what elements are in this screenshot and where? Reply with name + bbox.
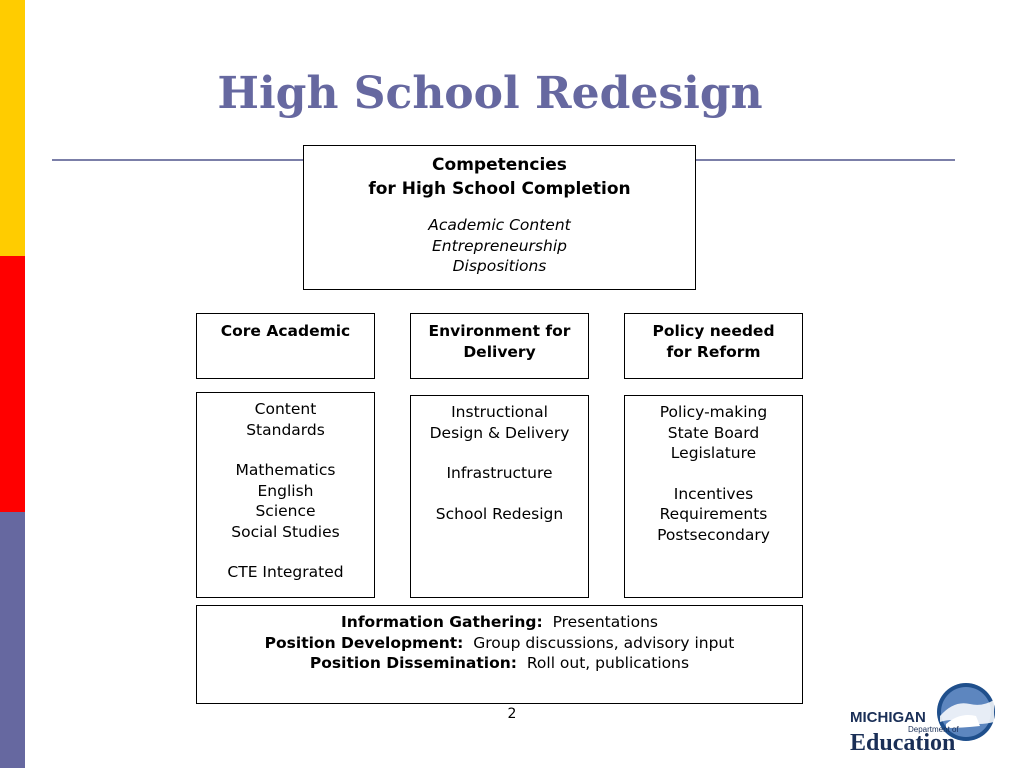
column-body-line: Standards (246, 420, 325, 439)
column-body-line: Instructional (451, 403, 548, 421)
competencies-heading-line2: for High School Completion (368, 179, 631, 199)
title-rule-right (695, 159, 955, 161)
column-body-line: Requirements (659, 505, 768, 523)
column-body-line: Legislature (670, 444, 757, 462)
process-text: Group discussions, advisory input (473, 633, 735, 652)
side-bar-purple (0, 512, 25, 768)
process-text: Presentations (552, 613, 658, 631)
column-body-line: State Board (667, 423, 760, 442)
process-row: Position Dissemination: Roll out, public… (197, 653, 802, 674)
column-body-line: Incentives (673, 484, 754, 503)
michigan-education-logo-graphic: MICHIGAN Department of Education (850, 683, 995, 756)
logo-education-text: Education (850, 730, 955, 754)
column-heading-line: Environment for (428, 322, 571, 340)
column-body-line: CTE Integrated (227, 563, 344, 581)
competency-item: Dispositions (452, 257, 547, 275)
title-rule-left (52, 159, 304, 161)
process-text: Roll out, publications (526, 654, 690, 672)
michigan-education-logo: MICHIGAN Department of Education (848, 682, 998, 756)
logo-michigan-text: MICHIGAN (850, 709, 926, 726)
column-body-line: Design & Delivery (429, 423, 570, 442)
column-body-line: School Redesign (435, 504, 564, 523)
side-bar-red (0, 256, 25, 512)
column-body-core-academic: Content Standards Mathematics English Sc… (196, 392, 375, 598)
logo-department-text: Department of (908, 725, 959, 734)
column-body-line: Content (254, 400, 317, 418)
side-bar-yellow (0, 0, 25, 256)
column-body-line: Policy-making (659, 403, 768, 421)
column-body-line: Mathematics (235, 461, 336, 479)
column-heading-line: for Reform (666, 342, 761, 361)
column-heading-line: Policy needed (652, 322, 775, 340)
column-body-line: Social Studies (231, 522, 340, 541)
process-row: Position Development: Group discussions,… (197, 633, 802, 654)
competencies-heading-line1: Competencies (432, 155, 567, 175)
competency-item: Entrepreneurship (432, 236, 567, 255)
column-body-policy: Policy-making State Board Legislature In… (624, 395, 803, 598)
column-body-line: Infrastructure (446, 464, 553, 482)
column-heading-line: Delivery (463, 342, 536, 361)
column-body-line: English (257, 481, 314, 500)
page-number: 2 (507, 706, 517, 722)
process-label: Information Gathering: (341, 613, 543, 631)
process-row: Information Gathering: Presentations (197, 612, 802, 633)
column-heading-environment: Environment for Delivery (410, 313, 589, 379)
competencies-box: Competencies for High School Completion … (303, 145, 696, 290)
column-body-line: Postsecondary (657, 525, 770, 544)
slide-title: High School Redesign (217, 68, 763, 119)
competency-item: Academic Content (428, 216, 571, 234)
column-heading-line: Core Academic (220, 322, 351, 340)
column-heading-core-academic: Core Academic (196, 313, 375, 379)
column-body-line: Science (255, 502, 316, 520)
column-heading-policy: Policy needed for Reform (624, 313, 803, 379)
column-body-environment: Instructional Design & Delivery Infrastr… (410, 395, 589, 598)
process-label: Position Dissemination: (309, 654, 517, 672)
process-label: Position Development: (264, 633, 464, 652)
process-box: Information Gathering: Presentations Pos… (196, 605, 803, 704)
